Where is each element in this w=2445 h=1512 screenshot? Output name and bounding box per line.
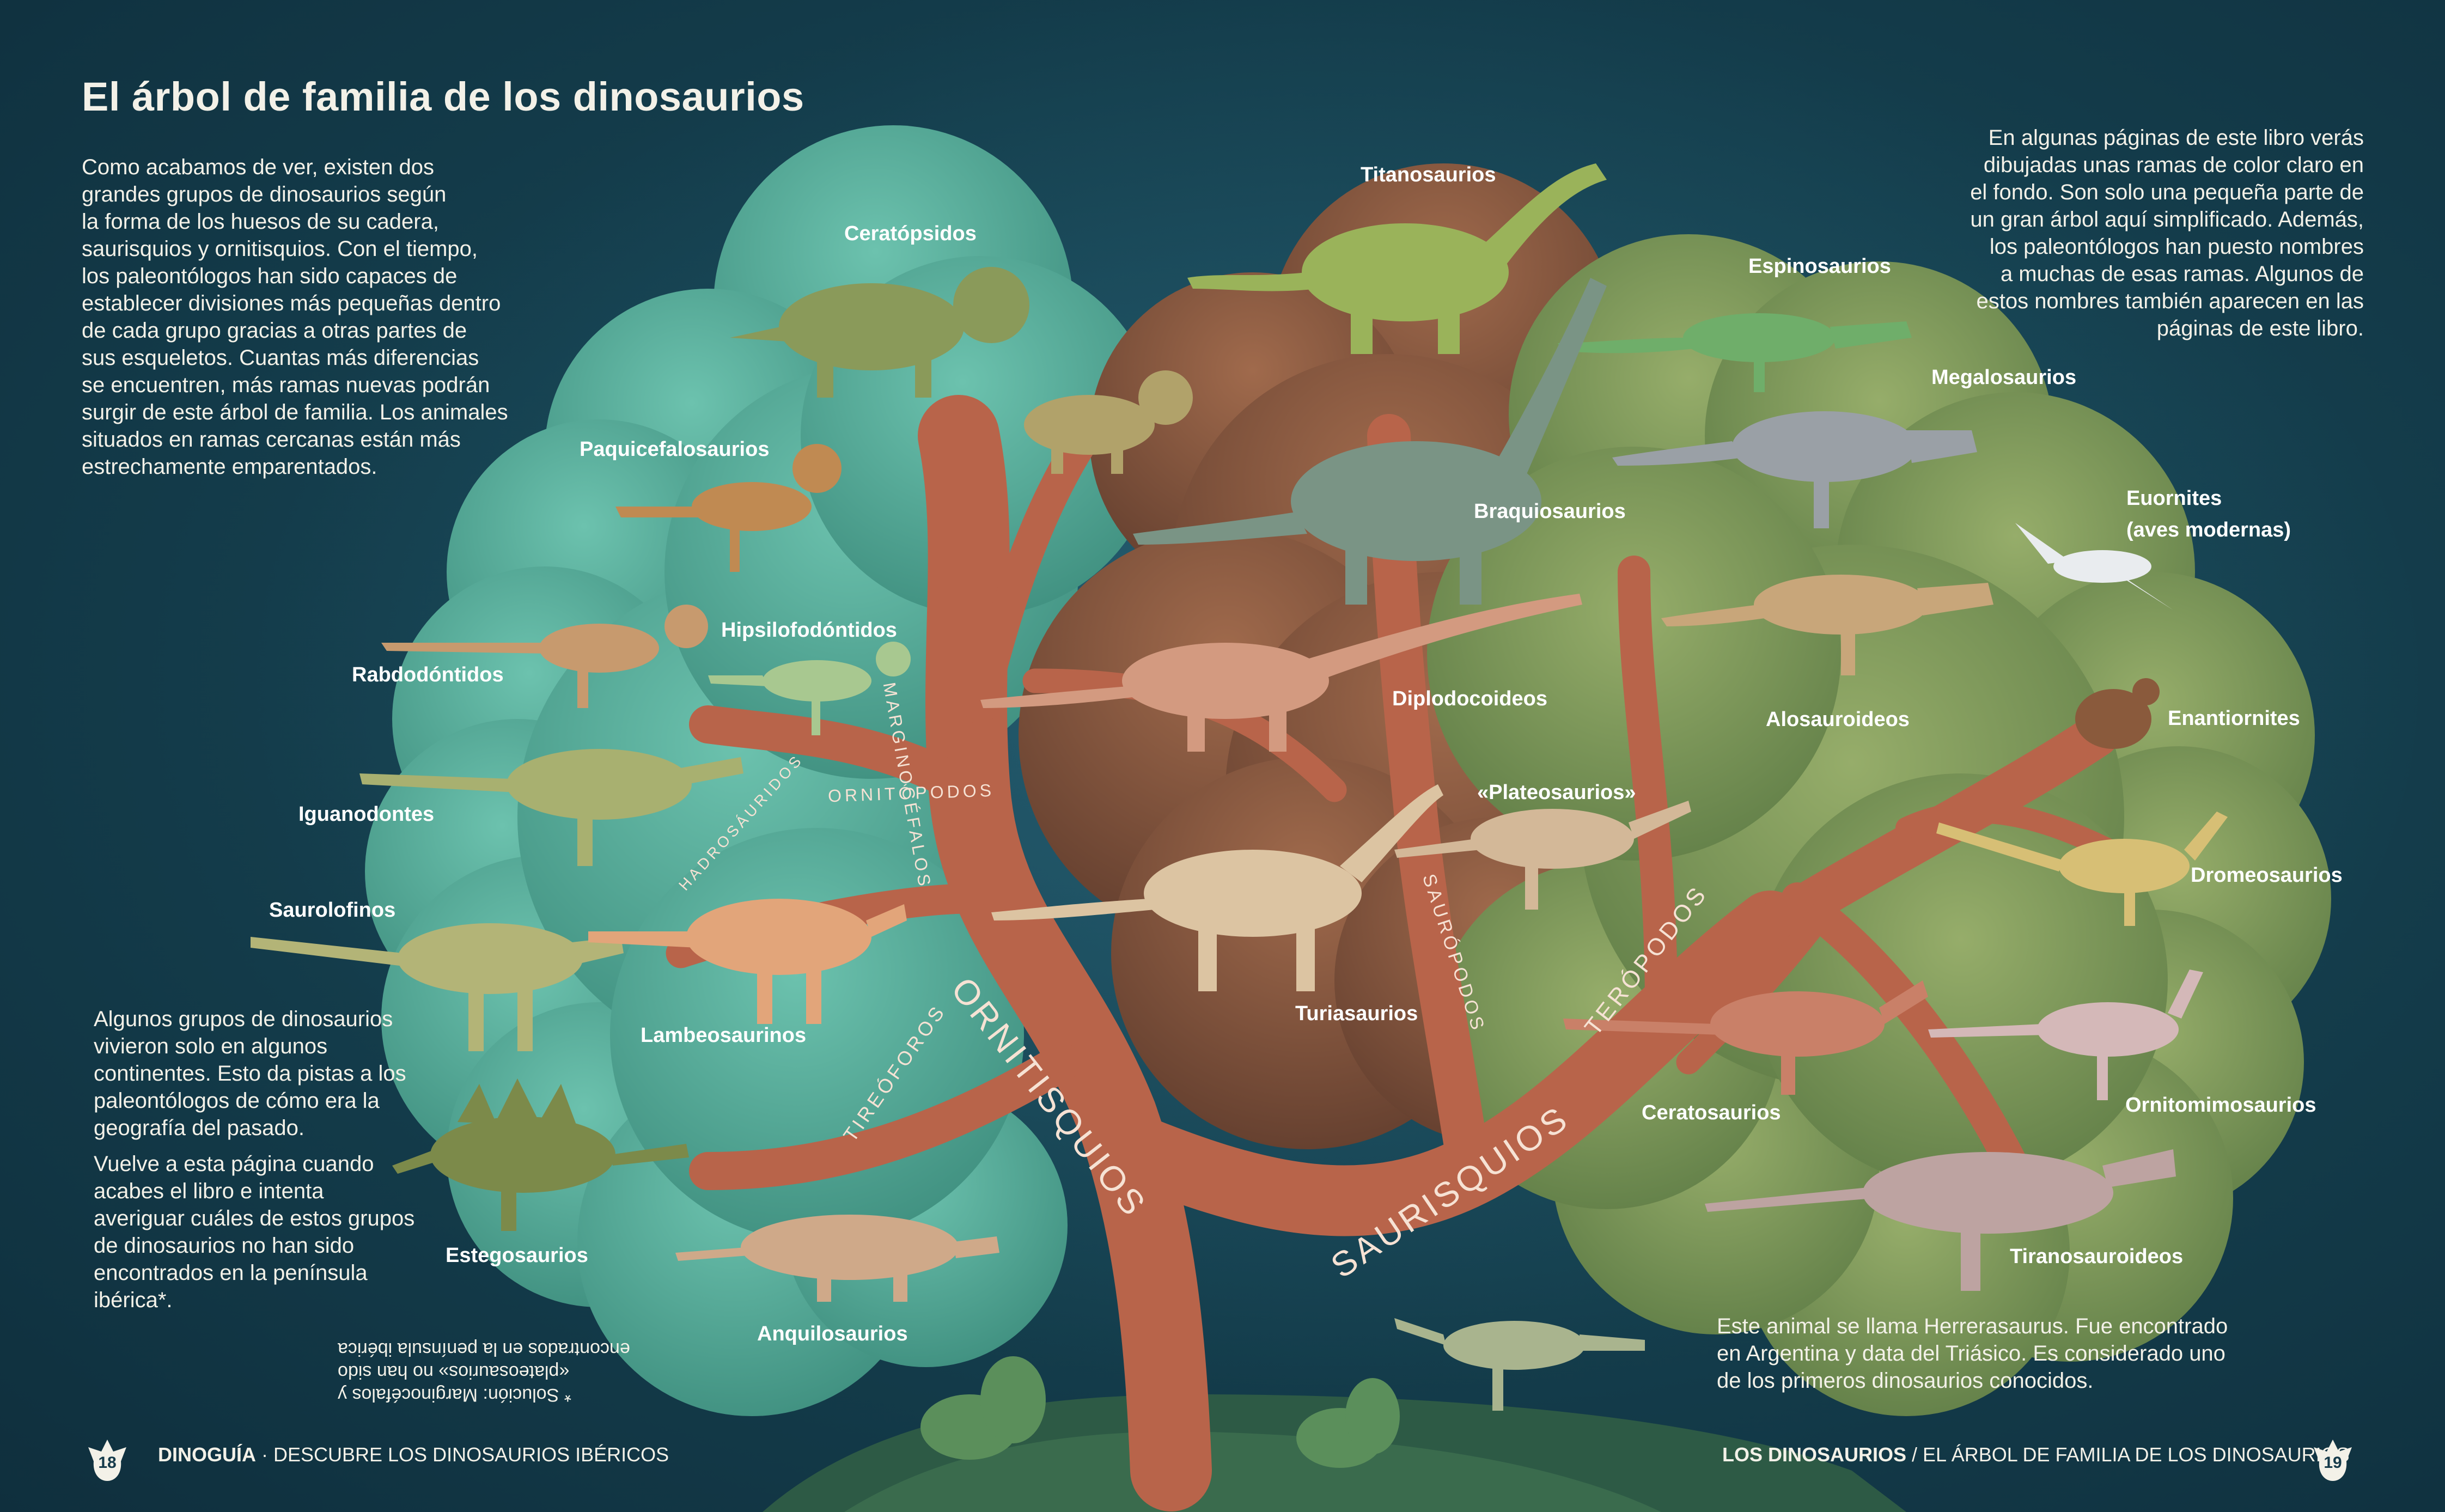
page-number-left-text: 18 [98, 1454, 117, 1472]
side-note: En algunas páginas de este libro verás d… [1970, 126, 2364, 340]
label-saurolofinos: Saurolofinos [269, 899, 396, 922]
footer-right: LOS DINOSAURIOS / EL ÁRBOL DE FAMILIA DE… [1722, 1443, 2350, 1466]
herrerasaurus-note: Este animal se llama Herrerasaurus. Fue … [1717, 1314, 2228, 1393]
footprint-icon [2314, 1440, 2352, 1481]
label-ornitomimosaurios: Ornitomimosaurios [2125, 1094, 2316, 1117]
page-number-right-text: 19 [2324, 1454, 2342, 1472]
page-title: El árbol de familia de los dinosaurios [82, 74, 804, 119]
turiasaur-icon [991, 784, 1443, 991]
label-enantiornites: Enantiornites [2168, 707, 2300, 730]
label-estegosaurios: Estegosaurios [446, 1244, 588, 1267]
continents-note: Algunos grupos de dinosaurios vivieron s… [94, 1007, 406, 1140]
ceratopsid-icon [730, 267, 1029, 398]
label-hipsilofodontidos: Hipsilofodóntidos [721, 619, 897, 642]
label-diplodocoideos: Diplodocoideos [1392, 687, 1547, 710]
label-anquilosaurios: Anquilosaurios [757, 1322, 908, 1345]
spinosaur-icon [1558, 313, 1912, 392]
label-alosauroideos: Alosauroideos [1766, 708, 1910, 731]
ornithomimosaur-icon [1928, 970, 2203, 1100]
label-dromeosaurios: Dromeosaurios [2191, 864, 2343, 887]
label-titanosaurios: Titanosaurios [1361, 163, 1496, 186]
quiz-note: Vuelve a esta página cuando acabes el li… [94, 1152, 415, 1312]
ankylosaur-icon [675, 1215, 999, 1302]
saurolophine-icon [251, 923, 624, 1051]
iguanodont-icon [359, 749, 743, 866]
footer-brand: DINOGUÍA [158, 1443, 256, 1466]
dromaeosaur-icon [1936, 812, 2228, 926]
rhabdodontid-icon [381, 605, 708, 708]
herrerasaurus-icon [1394, 1318, 1645, 1411]
footer-left: DINOGUÍA · DESCUBRE LOS DINOSAURIOS IBÉR… [158, 1443, 669, 1466]
bird-icon [2015, 523, 2173, 610]
upside-down-solution: * Solución: Marginocéfalos y «plateosaur… [338, 1339, 630, 1405]
label-iguanodontes: Iguanodontes [298, 803, 435, 826]
dinosaur-figures [251, 163, 2228, 1411]
footer-section: LOS DINOSAURIOS [1722, 1443, 1907, 1466]
megalosaur-icon [1612, 411, 1977, 528]
label-braquiosaurios: Braquiosaurios [1474, 500, 1626, 523]
label-tiranosauroideos: Tiranosauroideos [2010, 1245, 2184, 1268]
tyrannosauroid-icon [1705, 1149, 2176, 1291]
label-ceratopsidos: Ceratópsidos [844, 222, 977, 245]
label-rabdodontidos: Rabdodóntidos [352, 663, 504, 686]
enantiornithine-icon [2075, 678, 2160, 749]
stegosaur-icon [392, 1078, 689, 1231]
footprint-icon [88, 1440, 126, 1481]
lambeosaurine-icon [588, 899, 907, 1024]
page-number-right: 19 [2308, 1435, 2357, 1484]
allosaur-icon [1661, 575, 1993, 675]
intro-paragraph: Como acabamos de ver, existen dos grande… [82, 155, 508, 479]
label-espinosaurios: Espinosaurios [1748, 255, 1891, 278]
plateosaur-icon [1394, 801, 1691, 910]
label-megalosaurios: Megalosaurios [1931, 366, 2077, 389]
ground-hill-front [844, 1431, 1661, 1512]
label-lambeosaurinos: Lambeosaurinos [641, 1024, 807, 1047]
diplodocoid-icon [980, 594, 1582, 752]
page-number-left: 18 [83, 1435, 132, 1484]
label-ceratosaurios: Ceratosaurios [1642, 1101, 1781, 1124]
footer-left-subtitle: · DESCUBRE LOS DINOSAURIOS IBÉRICOS [256, 1443, 669, 1466]
label-euornites: Euornites (aves modernas) [2126, 487, 2291, 541]
label-plateosaurios: «Plateosaurios» [1477, 781, 1636, 804]
brachiosaur-icon [1133, 278, 1607, 605]
ceratosaur-icon [1563, 980, 1928, 1095]
footer-right-subtitle: / EL ÁRBOL DE FAMILIA DE LOS DINOSAURIOS [1906, 1443, 2350, 1466]
protoceratopsian-icon [1024, 370, 1193, 474]
hypsilophodontid-icon [708, 642, 911, 735]
pachycephalosaur-icon [615, 444, 842, 572]
ferns [920, 1356, 1400, 1468]
label-turiasaurios: Turiasaurios [1295, 1002, 1418, 1025]
label-paquicefalosaurios: Paquicefalosaurios [580, 438, 770, 461]
titanosaur-icon [1187, 163, 1607, 354]
